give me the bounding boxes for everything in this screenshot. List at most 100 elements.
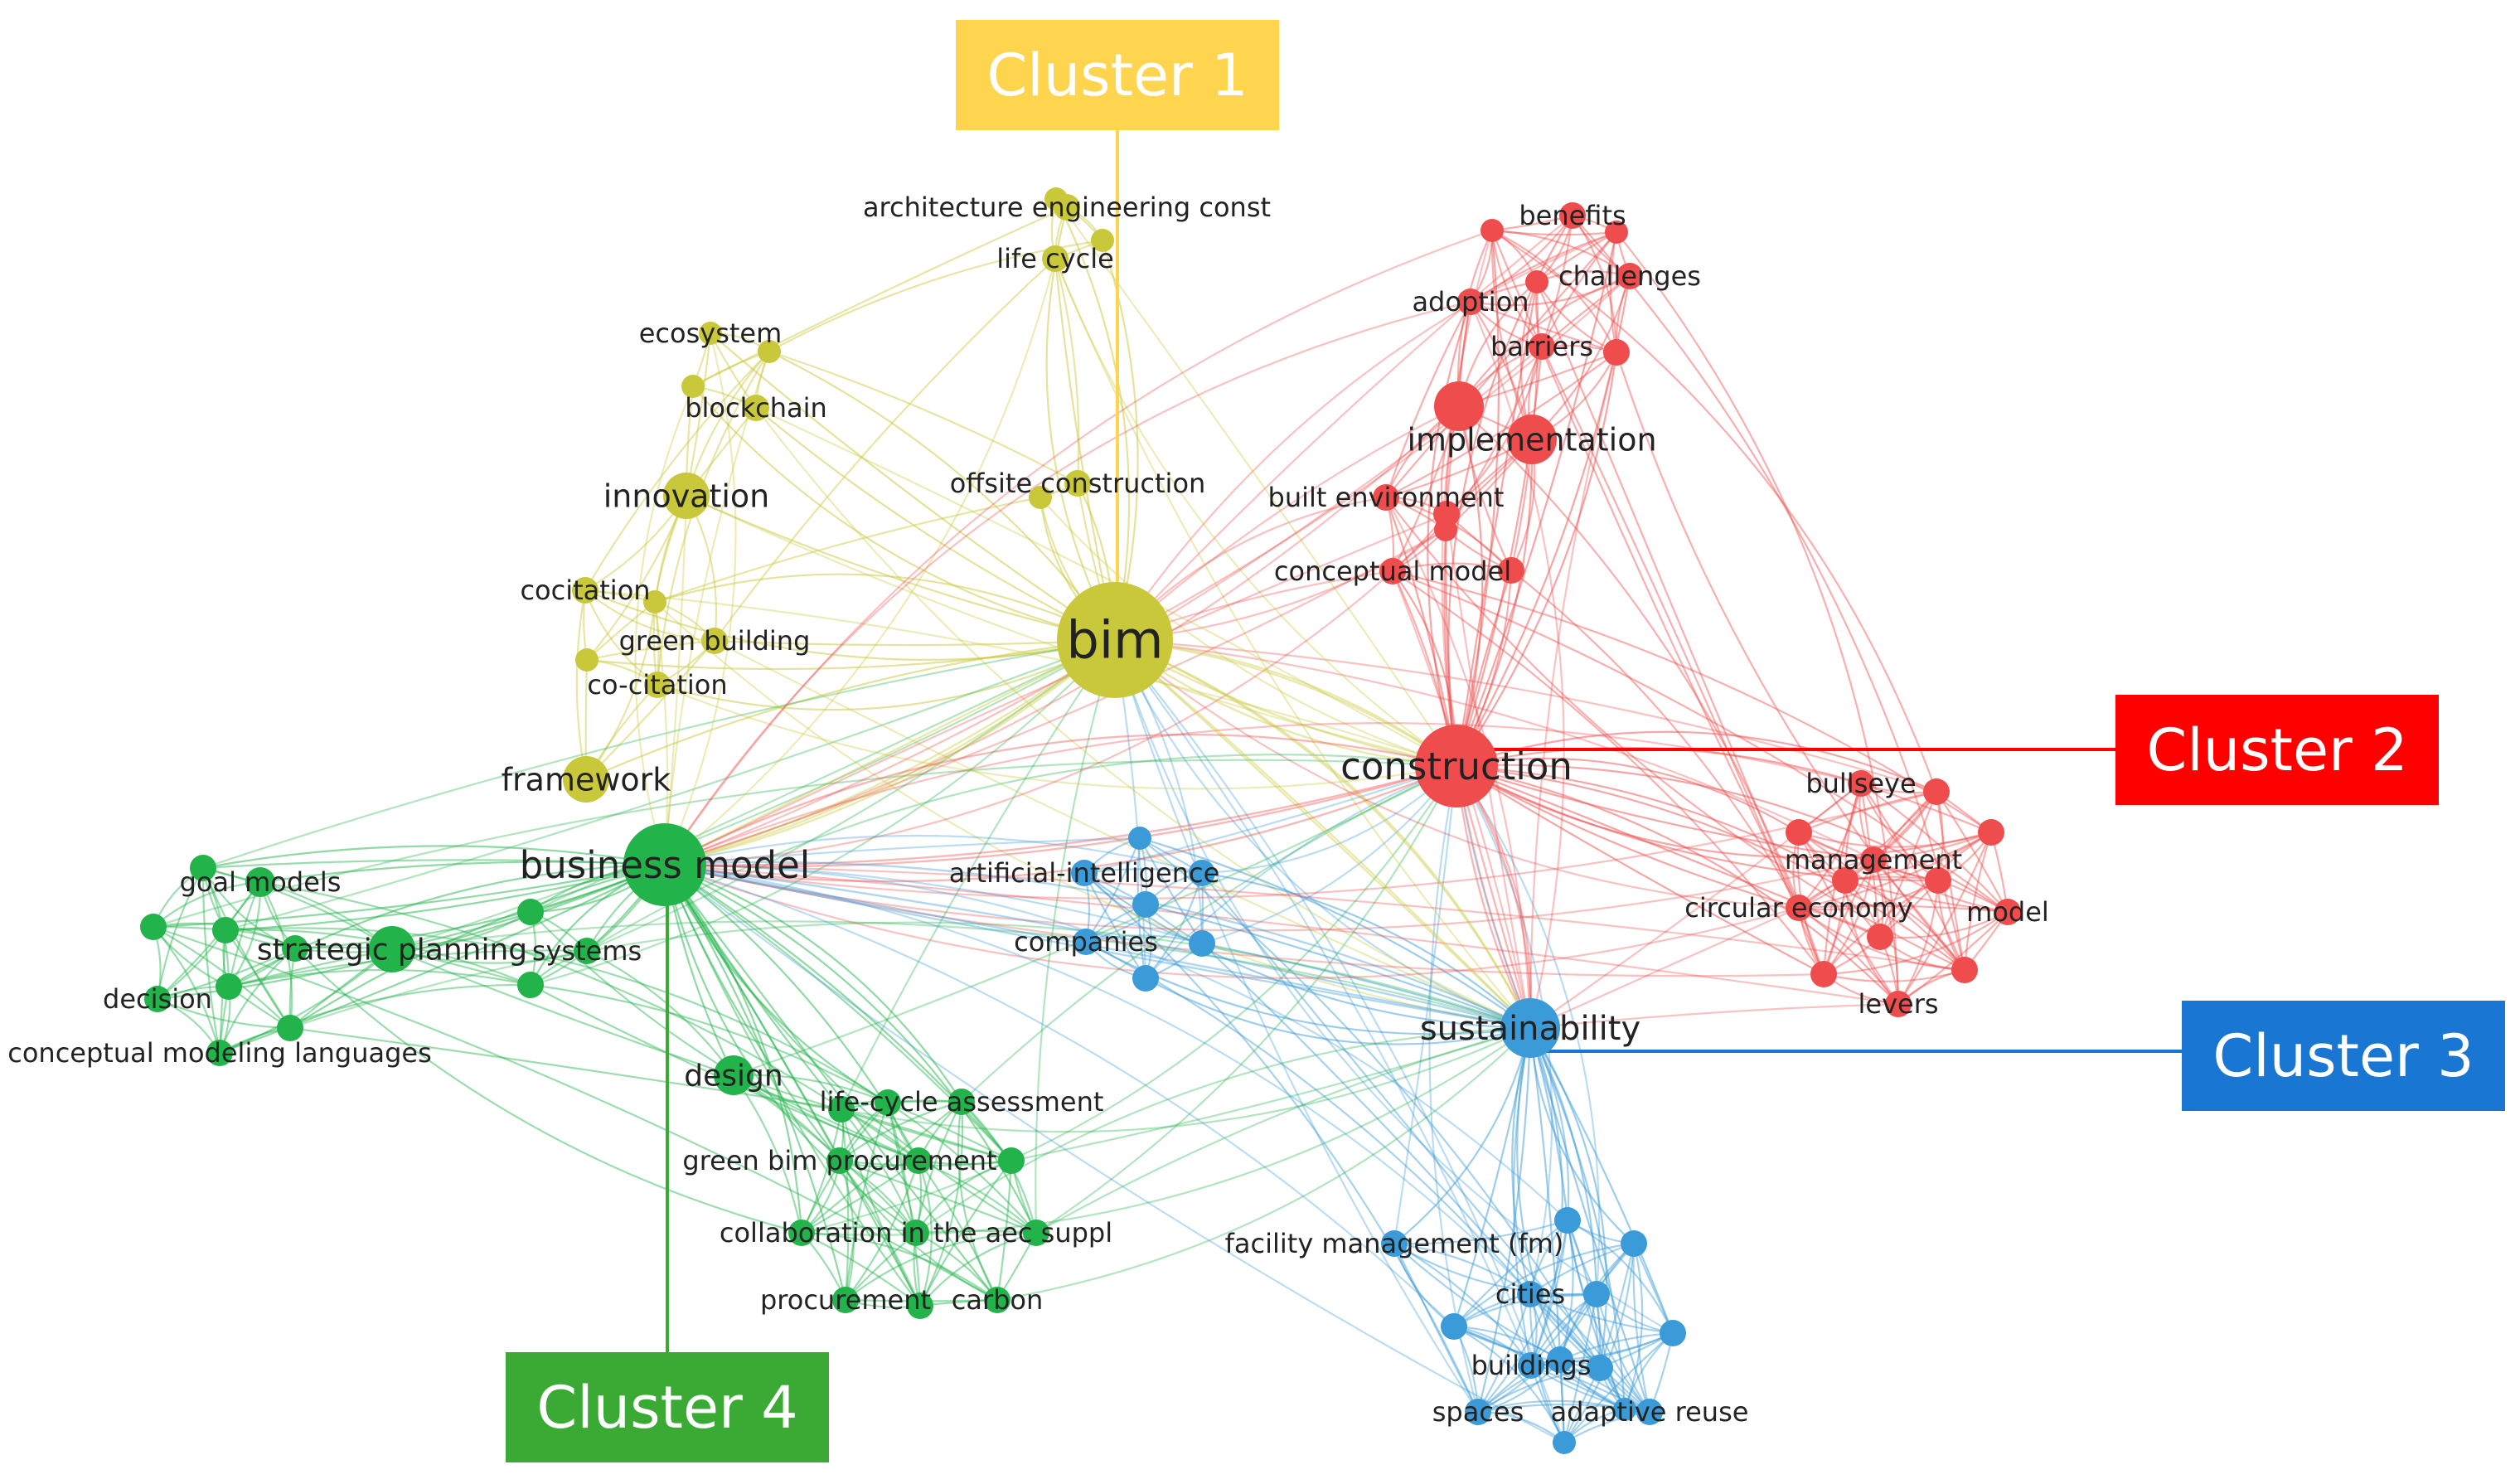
node-bim[interactable]: [1057, 582, 1173, 698]
keyword-node[interactable]: [907, 1292, 933, 1319]
keyword-node[interactable]: [1525, 270, 1548, 293]
node-arch-eng[interactable]: [1054, 194, 1080, 221]
node-blockchain[interactable]: [743, 395, 769, 421]
keyword-node[interactable]: [1786, 819, 1812, 846]
edge: [664, 529, 1447, 866]
keyword-node[interactable]: [1128, 827, 1151, 850]
node-construction[interactable]: [1415, 725, 1498, 807]
node-life-cycle[interactable]: [1042, 245, 1069, 272]
node-collaboration[interactable]: [903, 1220, 929, 1246]
node-artificial-intelligence[interactable]: [1071, 860, 1098, 886]
node-business-model[interactable]: [623, 823, 706, 906]
keyword-node[interactable]: [1553, 1431, 1576, 1454]
node-barriers[interactable]: [1529, 333, 1555, 360]
node-implementation[interactable]: [1507, 415, 1557, 464]
node-green-building[interactable]: [701, 628, 728, 654]
keyword-node[interactable]: [212, 917, 239, 943]
node-green-bim-procurement[interactable]: [826, 1147, 853, 1174]
node-label-life-cycle: life cycle: [996, 243, 1114, 274]
node-adaptive-reuse[interactable]: [1636, 1399, 1663, 1425]
keyword-node[interactable]: [1621, 1230, 1647, 1257]
keyword-node[interactable]: [1480, 219, 1504, 242]
edge: [1490, 230, 1534, 440]
keyword-node[interactable]: [575, 648, 598, 672]
keyword-node[interactable]: [1660, 1320, 1686, 1346]
keyword-node[interactable]: [1498, 557, 1524, 584]
node-bullseye[interactable]: [1848, 770, 1874, 797]
keyword-node[interactable]: [1189, 930, 1215, 957]
keyword-node[interactable]: [1587, 1355, 1613, 1381]
keyword-node[interactable]: [681, 375, 705, 398]
keyword-node[interactable]: [1132, 891, 1159, 918]
node-companies[interactable]: [1073, 929, 1099, 955]
keyword-node[interactable]: [216, 973, 242, 1000]
node-built-env[interactable]: [1373, 484, 1399, 511]
keyword-node[interactable]: [1605, 221, 1628, 244]
keyword-node[interactable]: [1091, 229, 1114, 252]
node-cocitation[interactable]: [572, 577, 598, 604]
keyword-node[interactable]: [1613, 1398, 1636, 1421]
node-offsite[interactable]: [1064, 470, 1091, 497]
edge: [1860, 783, 1966, 971]
keyword-node[interactable]: [1603, 339, 1630, 366]
node-management[interactable]: [1860, 846, 1887, 873]
keyword-node[interactable]: [190, 855, 216, 881]
node-adoption[interactable]: [1457, 289, 1484, 315]
node-facility-management[interactable]: [1381, 1230, 1408, 1257]
node-strategic-planning[interactable]: [369, 926, 415, 972]
node-goal-models[interactable]: [245, 867, 275, 897]
keyword-node[interactable]: [140, 914, 167, 940]
node-lca[interactable]: [948, 1089, 975, 1115]
keyword-node[interactable]: [1547, 1346, 1573, 1373]
keyword-node[interactable]: [277, 1015, 303, 1041]
node-ecosystem[interactable]: [699, 322, 722, 345]
keyword-node[interactable]: [1867, 924, 1893, 950]
node-model[interactable]: [1994, 899, 2021, 925]
keyword-node[interactable]: [1832, 867, 1858, 894]
node-framework[interactable]: [563, 756, 609, 803]
node-conceptual-model[interactable]: [1379, 558, 1406, 584]
keyword-node[interactable]: [998, 1147, 1025, 1174]
node-benefits[interactable]: [1559, 202, 1586, 229]
keyword-node[interactable]: [828, 1096, 855, 1123]
node-conceptual-modeling-languages[interactable]: [206, 1040, 233, 1066]
keyword-node[interactable]: [1583, 1281, 1610, 1307]
node-label-adoption: adoption: [1412, 286, 1529, 318]
keyword-node[interactable]: [875, 1089, 901, 1116]
node-innovation[interactable]: [663, 473, 710, 519]
node-circular-economy[interactable]: [1786, 895, 1812, 921]
keyword-node[interactable]: [1434, 381, 1484, 431]
keyword-node[interactable]: [1029, 486, 1052, 509]
node-carbon[interactable]: [984, 1287, 1010, 1313]
edge: [1563, 1332, 1674, 1443]
node-sustainability[interactable]: [1500, 998, 1560, 1058]
keyword-node[interactable]: [1189, 860, 1215, 886]
keyword-node[interactable]: [1023, 1220, 1049, 1246]
keyword-node[interactable]: [1810, 961, 1837, 987]
keyword-node[interactable]: [517, 899, 544, 925]
keyword-node[interactable]: [1132, 965, 1159, 992]
keyword-node[interactable]: [905, 1147, 932, 1174]
node-systems[interactable]: [574, 938, 600, 964]
keyword-node[interactable]: [1951, 957, 1978, 983]
keyword-node[interactable]: [282, 935, 308, 962]
node-levers[interactable]: [1885, 991, 1912, 1017]
node-challenges[interactable]: [1616, 263, 1643, 289]
keyword-node[interactable]: [517, 972, 544, 998]
keyword-node[interactable]: [1923, 778, 1950, 805]
node-decision[interactable]: [144, 986, 171, 1012]
node-cities[interactable]: [1517, 1281, 1544, 1307]
keyword-node[interactable]: [1978, 819, 2004, 846]
keyword-node[interactable]: [1554, 1207, 1581, 1234]
keyword-node[interactable]: [1441, 1313, 1467, 1340]
node-design[interactable]: [714, 1055, 754, 1095]
node-procurement[interactable]: [832, 1287, 859, 1313]
node-buildings[interactable]: [1518, 1352, 1544, 1379]
keyword-node[interactable]: [758, 340, 781, 363]
keyword-node[interactable]: [788, 1220, 815, 1246]
node-spaces[interactable]: [1465, 1399, 1491, 1425]
keyword-node[interactable]: [1434, 518, 1457, 541]
keyword-node[interactable]: [643, 590, 666, 613]
node-co-citation[interactable]: [644, 672, 671, 698]
keyword-node[interactable]: [1925, 867, 1951, 894]
